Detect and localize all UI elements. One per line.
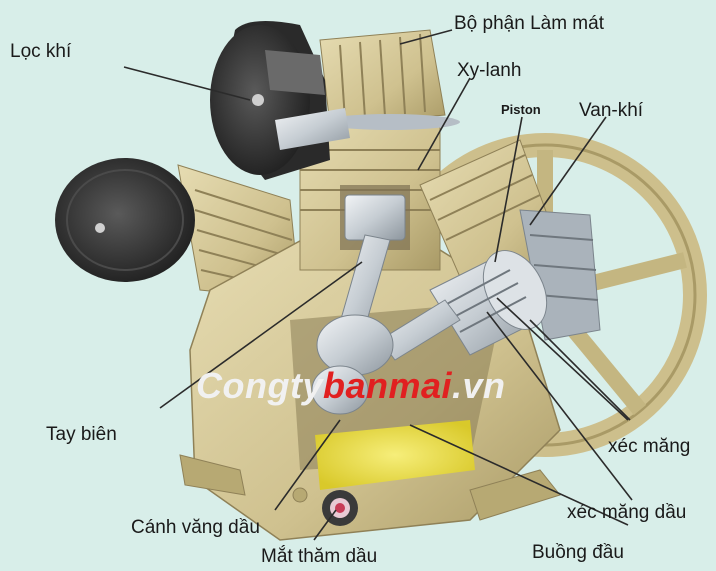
cooling-head	[319, 29, 460, 130]
center-piston	[344, 194, 406, 241]
piston	[429, 250, 548, 356]
label-oil-sight-glass: Mắt thăm dầu	[261, 546, 378, 567]
label-cooling-head: Bộ phận Làm mát	[454, 13, 604, 34]
label-oil-splasher: Cánh văng dầu	[131, 517, 260, 538]
label-oil-chamber: Buồng đầu	[532, 542, 624, 563]
watermark-part2: banmai	[322, 365, 453, 406]
oil-chamber	[315, 420, 475, 490]
label-valve: Van-khí	[579, 100, 644, 121]
top-air-filter	[210, 21, 350, 180]
watermark-part3: .vn	[452, 365, 506, 406]
label-air-filter: Lọc khí	[10, 41, 72, 62]
watermark: Congtybanmai.vn	[196, 365, 506, 407]
label-cylinder: Xy-lanh	[457, 60, 522, 81]
label-connecting-rod: Tay biên	[46, 424, 117, 445]
connecting-rods	[311, 234, 461, 415]
label-piston: Piston	[501, 102, 541, 117]
label-oil-ring: xéc măng dầu	[567, 502, 687, 523]
leader-lines	[123, 29, 633, 541]
watermark-part1: Congty	[196, 365, 323, 406]
label-piston-ring: xéc măng	[608, 436, 691, 457]
left-air-filter	[55, 158, 195, 282]
